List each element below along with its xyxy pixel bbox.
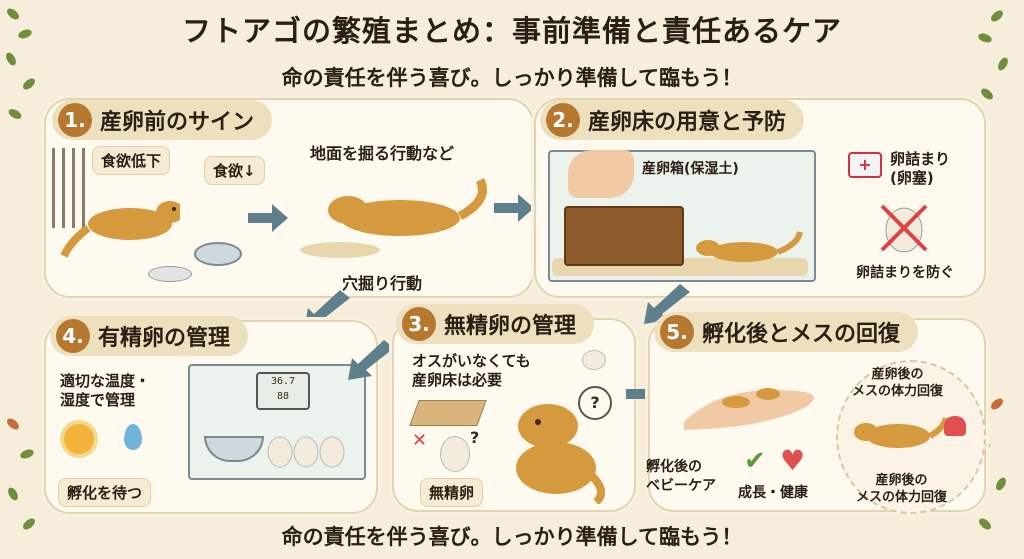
sun-icon (64, 424, 94, 454)
arrow-icon (640, 284, 690, 328)
egg-binding-tag: 卵詰まり (卵塞) (890, 150, 951, 187)
sleepy-dragon-illustration (60, 182, 184, 262)
section-1-header: 1. 産卵前のサイン (52, 100, 273, 140)
section-4-header: 4. 有精卵の管理 (50, 316, 249, 356)
appetite-low-tag: 食欲低下 (92, 146, 171, 175)
egg-icon (440, 436, 470, 472)
mother-dragon-illustration (852, 414, 949, 454)
temp-manage-tag: 適切な温度・ 湿度で管理 (60, 372, 151, 409)
dragon-small-illustration (694, 230, 804, 270)
section-label: 有精卵の管理 (98, 326, 231, 351)
heart-icon: ♥ (780, 444, 806, 477)
section-3-header: 3. 無精卵の管理 (396, 304, 595, 344)
nesting-mat (409, 400, 487, 426)
nesting-box (564, 206, 684, 266)
cross-icon: ✕ (412, 430, 428, 451)
section-number: 4. (56, 319, 90, 353)
recovery-bottom-label: 産卵後の メスの体力回復 (856, 473, 948, 505)
page-footer: 命の責任を伴う喜び。しっかり準備して臨もう！ (281, 525, 743, 549)
hand-with-babies-illustration (684, 372, 824, 432)
egg-icon (582, 350, 606, 370)
dragon-illustration (500, 396, 610, 506)
section-number: 3. (402, 307, 436, 341)
section-number: 5. (660, 315, 694, 349)
first-aid-icon: + (848, 152, 882, 178)
digging-tag: 地面を掘る行動など (310, 144, 455, 163)
section-5-header: 5. 孵化後とメスの回復 (654, 312, 919, 352)
thermometer-humidity: 88 (276, 391, 290, 402)
prevent-label: 卵詰まりを防ぐ (856, 265, 954, 281)
section-label: 無精卵の管理 (444, 314, 577, 339)
crossed-egg-icon (874, 196, 934, 256)
dig-action-label: 穴掘り行動 (342, 274, 423, 293)
water-drop-icon (124, 424, 142, 450)
thermometer-temp: 36.7 (270, 376, 296, 387)
section-number: 1. (58, 103, 92, 137)
muscle-icon (944, 416, 966, 436)
food-bowl-icon (194, 242, 242, 266)
hand-illustration (568, 150, 634, 198)
section-2-header: 2. 産卵床の用意と予防 (540, 100, 805, 140)
thermometer: 36.7 88 (256, 372, 310, 410)
cage-bars (52, 148, 88, 228)
arrow-icon (494, 194, 534, 226)
appetite-down-tag: 食欲↓ (204, 156, 265, 185)
check-icon: ✔ (744, 446, 766, 476)
question-icon: ? (470, 428, 480, 447)
page-subtitle: 命の責任を伴う喜び。しっかり準備して臨もう！ (281, 66, 743, 90)
baby-care-label: 孵化後の ベビーケア (646, 459, 716, 494)
nesting-box-label: 産卵箱(保湿土) (642, 161, 739, 177)
page-title: フトアゴの繁殖まとめ：事前準備と責任あるケア (181, 14, 842, 48)
food-dish-icon (148, 266, 192, 282)
infertile-label: 無精卵 (420, 478, 484, 507)
recovery-top-label: 産卵後の メスの体力回復 (852, 367, 944, 399)
question-icon: ? (578, 386, 612, 420)
eggs-illustration (266, 422, 356, 472)
arrow-icon (248, 204, 288, 236)
digging-dragon-illustration (300, 170, 500, 260)
need-bed-label: オスがいなくても 産卵床は必要 (412, 352, 531, 389)
growth-label: 成長・健康 (738, 485, 808, 501)
section-number: 2. (546, 103, 580, 137)
wait-label: 孵化を待つ (58, 478, 152, 507)
section-label: 孵化後とメスの回復 (702, 322, 901, 347)
section-label: 産卵前のサイン (100, 110, 255, 135)
arrow-icon (344, 340, 394, 384)
section-label: 産卵床の用意と予防 (588, 110, 787, 135)
